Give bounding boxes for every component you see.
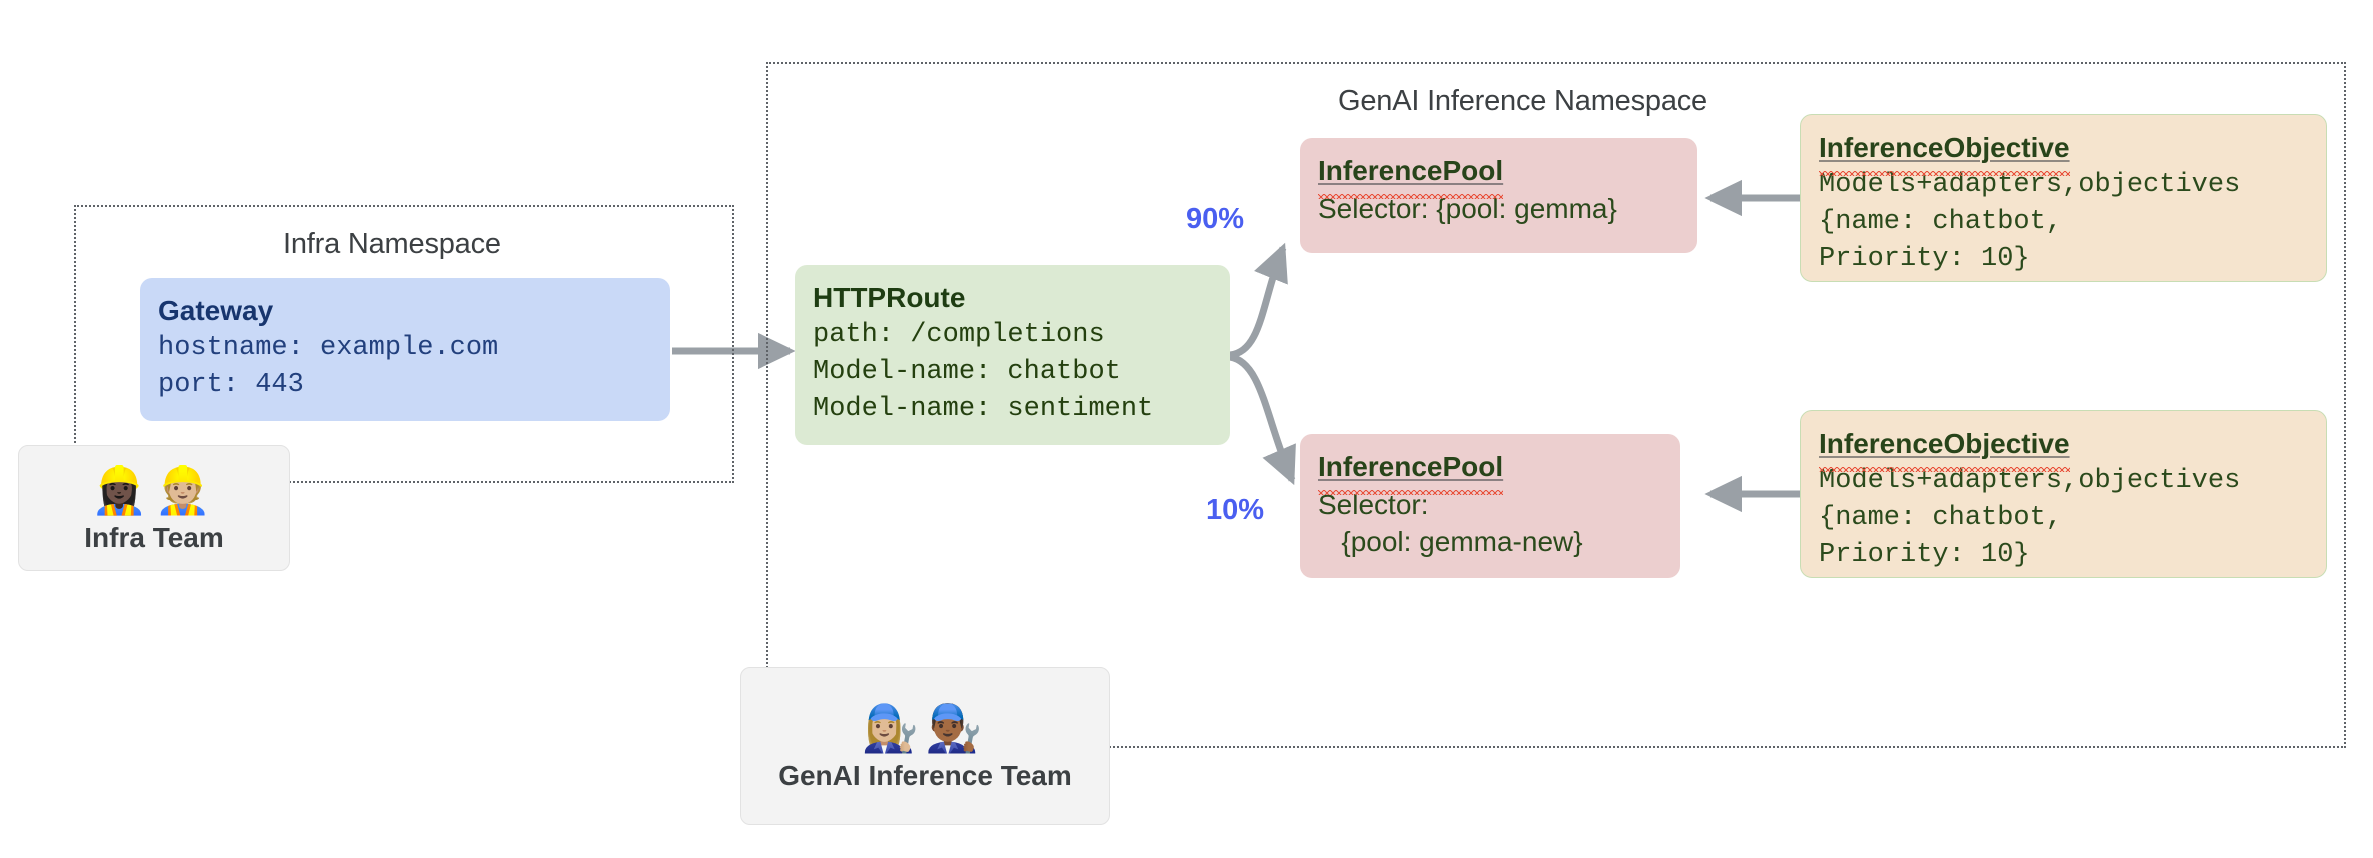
inferencepool-1-kind: InferencePool	[1318, 152, 1504, 199]
inferenceobjective-1-line-2: {name: chatbot,	[1819, 207, 2063, 237]
gateway-line-2: port: 443	[158, 370, 304, 400]
inferenceobjective-1-line-3: Priority: 10}	[1819, 244, 2030, 274]
httproute-title: HTTPRoute	[813, 282, 966, 313]
inferencepool-card-1[interactable]: InferencePool Selector: {pool: gemma}	[1300, 138, 1697, 253]
genai-team-chip[interactable]: 👩🏼‍🔧👨🏾‍🔧 GenAI Inference Team	[740, 667, 1110, 825]
inferencepool-2-title: InferencePool	[1318, 448, 1662, 495]
httproute-line-1: path: /completions	[813, 320, 1105, 350]
namespace-genai-title: GenAI Inference Namespace	[1338, 85, 1707, 117]
httproute-line-2: Model-name: chatbot	[813, 357, 1121, 387]
inferenceobjective-1-kind: InferenceObjective	[1819, 129, 2070, 176]
weight-label-90: 90%	[1186, 203, 1245, 235]
inferenceobjective-1-title: InferenceObjective	[1819, 129, 2308, 176]
infra-team-chip[interactable]: 👷🏿‍♀️👷🏼 Infra Team	[18, 445, 290, 571]
inferenceobjective-2-kind: InferenceObjective	[1819, 425, 2070, 472]
infra-team-label: Infra Team	[84, 522, 224, 553]
inferenceobjective-2-title: InferenceObjective	[1819, 425, 2308, 472]
namespace-infra	[74, 205, 734, 483]
inferenceobjective-2-line-3: Priority: 10}	[1819, 540, 2030, 570]
gateway-card[interactable]: Gateway hostname: example.com port: 443	[140, 278, 670, 421]
genai-team-avatars: 👩🏼‍🔧👨🏾‍🔧	[861, 701, 989, 755]
inferencepool-card-2[interactable]: InferencePool Selector: {pool: gemma-new…	[1300, 434, 1680, 578]
infra-team-avatars: 👷🏿‍♀️👷🏼	[90, 463, 218, 517]
namespace-genai	[766, 62, 2346, 748]
inferencepool-1-title: InferencePool	[1318, 152, 1679, 199]
gateway-title: Gateway	[158, 295, 274, 326]
inferenceobjective-card-2[interactable]: InferenceObjective Models+adapters,objec…	[1800, 410, 2327, 578]
inferenceobjective-2-line-2: {name: chatbot,	[1819, 503, 2063, 533]
inferenceobjective-card-1[interactable]: InferenceObjective Models+adapters,objec…	[1800, 114, 2327, 282]
inferencepool-2-kind: InferencePool	[1318, 448, 1504, 495]
namespace-infra-title: Infra Namespace	[283, 228, 501, 260]
inferencepool-2-line-2: {pool: gemma-new}	[1318, 526, 1583, 557]
httproute-card[interactable]: HTTPRoute path: /completions Model-name:…	[795, 265, 1230, 445]
httproute-line-3: Model-name: sentiment	[813, 394, 1154, 424]
genai-team-label: GenAI Inference Team	[778, 760, 1072, 791]
gateway-line-1: hostname: example.com	[158, 333, 499, 363]
weight-label-10: 10%	[1206, 494, 1265, 526]
